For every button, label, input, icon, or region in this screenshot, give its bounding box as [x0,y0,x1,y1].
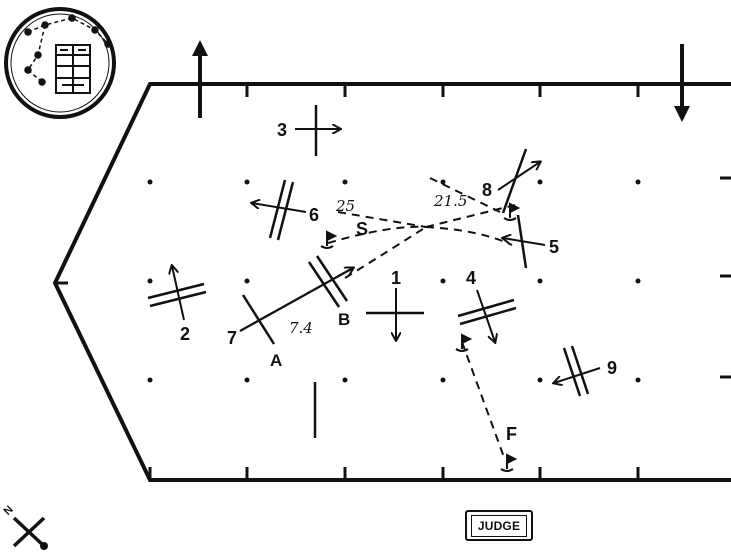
judge-label: JUDGE [470,514,528,537]
point-f-label: F [506,424,517,444]
compass-icon: N [2,504,48,550]
obstacle-9 [554,345,601,397]
side-ticks [55,176,731,379]
distance-7-b: 7.4 [289,319,313,337]
obstacle-7 [239,268,353,345]
point-b-label: B [338,310,350,329]
judge-box: JUDGE [465,510,533,541]
obstacle-5-label: 5 [549,237,559,257]
top-ticks [245,84,640,97]
obstacle-1-label: 1 [391,268,401,288]
obstacle-8 [497,148,540,214]
grid-dots [147,179,641,383]
exit-arrow [674,44,690,122]
flag-start [320,230,338,249]
point-s-label: S [356,219,368,239]
obstacle-2-label: 2 [180,324,190,344]
obstacle-4-label: 4 [466,268,476,288]
flag-5 [503,202,521,221]
flag-finish [500,453,518,472]
flag-4 [455,333,473,352]
track-lines [327,177,516,461]
logo-seal [4,7,116,119]
obstacle-9-label: 9 [607,358,617,378]
obstacle-4 [457,289,517,342]
obstacle-6 [252,179,307,241]
point-a-label: A [270,351,282,370]
distance-8-s: 21.5 [433,192,467,210]
obstacle-2 [147,266,207,321]
obstacle-3-label: 3 [277,120,287,140]
entry-arrow [192,40,208,118]
obstacle-5 [503,214,546,269]
obstacle-b [307,255,349,308]
obstacle-3 [295,105,340,156]
obstacle-1 [366,288,424,340]
distance-6-s: 25 [335,197,355,215]
seal-glyph [55,44,91,94]
bottom-ticks [148,467,640,480]
obstacle-7-label: 7 [227,328,237,348]
obstacle-6-label: 6 [309,205,319,225]
obstacle-8-label: 8 [482,180,492,200]
compass-north-label: N [2,504,16,518]
